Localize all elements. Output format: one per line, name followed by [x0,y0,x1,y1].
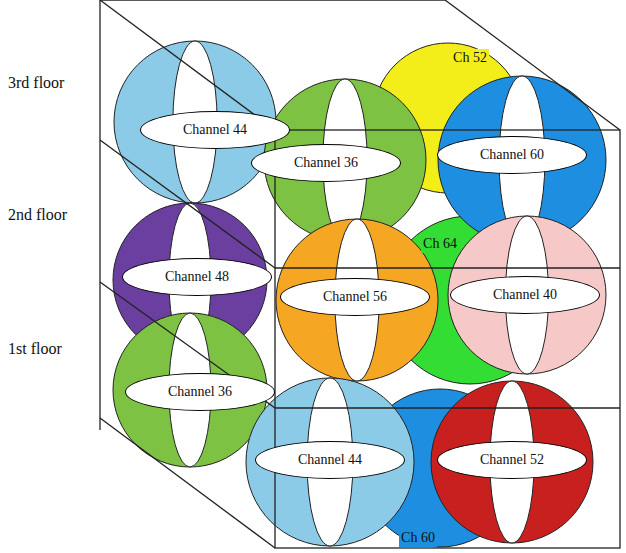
channel-label: Channel 60 [437,136,587,174]
channel-label: Channel 56 [280,278,430,316]
channel-label: Channel 36 [125,373,275,411]
channel-tag: Ch 52 [451,49,489,67]
channel-sphere: Channel 52 [430,380,594,544]
channel-sphere: Channel 40 [447,215,607,375]
floor-label-holder: 1st floor [8,340,62,358]
floor-label-holder: 3rd floor [8,74,64,92]
channel-sphere: Channel 44 [113,40,277,204]
channel-label: Channel 36 [251,144,401,182]
floor-label: 3rd floor [8,74,64,91]
channel-label: Channel 44 [255,441,405,479]
channel-label: Channel 48 [122,258,272,296]
channel-sphere: Channel 44 [245,377,415,547]
channel-tag: Ch 60 [399,529,437,547]
floor-label: 2nd floor [8,206,67,223]
channel-label: Channel 52 [437,441,587,479]
floor-label: 1st floor [8,340,62,357]
channel-label: Channel 44 [140,111,290,149]
channel-label: Channel 40 [450,276,600,314]
channel-sphere: Channel 36 [263,78,427,242]
floor-label-holder: 2nd floor [8,206,67,224]
channel-tag: Ch 64 [421,235,459,253]
channel-sphere: Channel 56 [275,218,439,382]
